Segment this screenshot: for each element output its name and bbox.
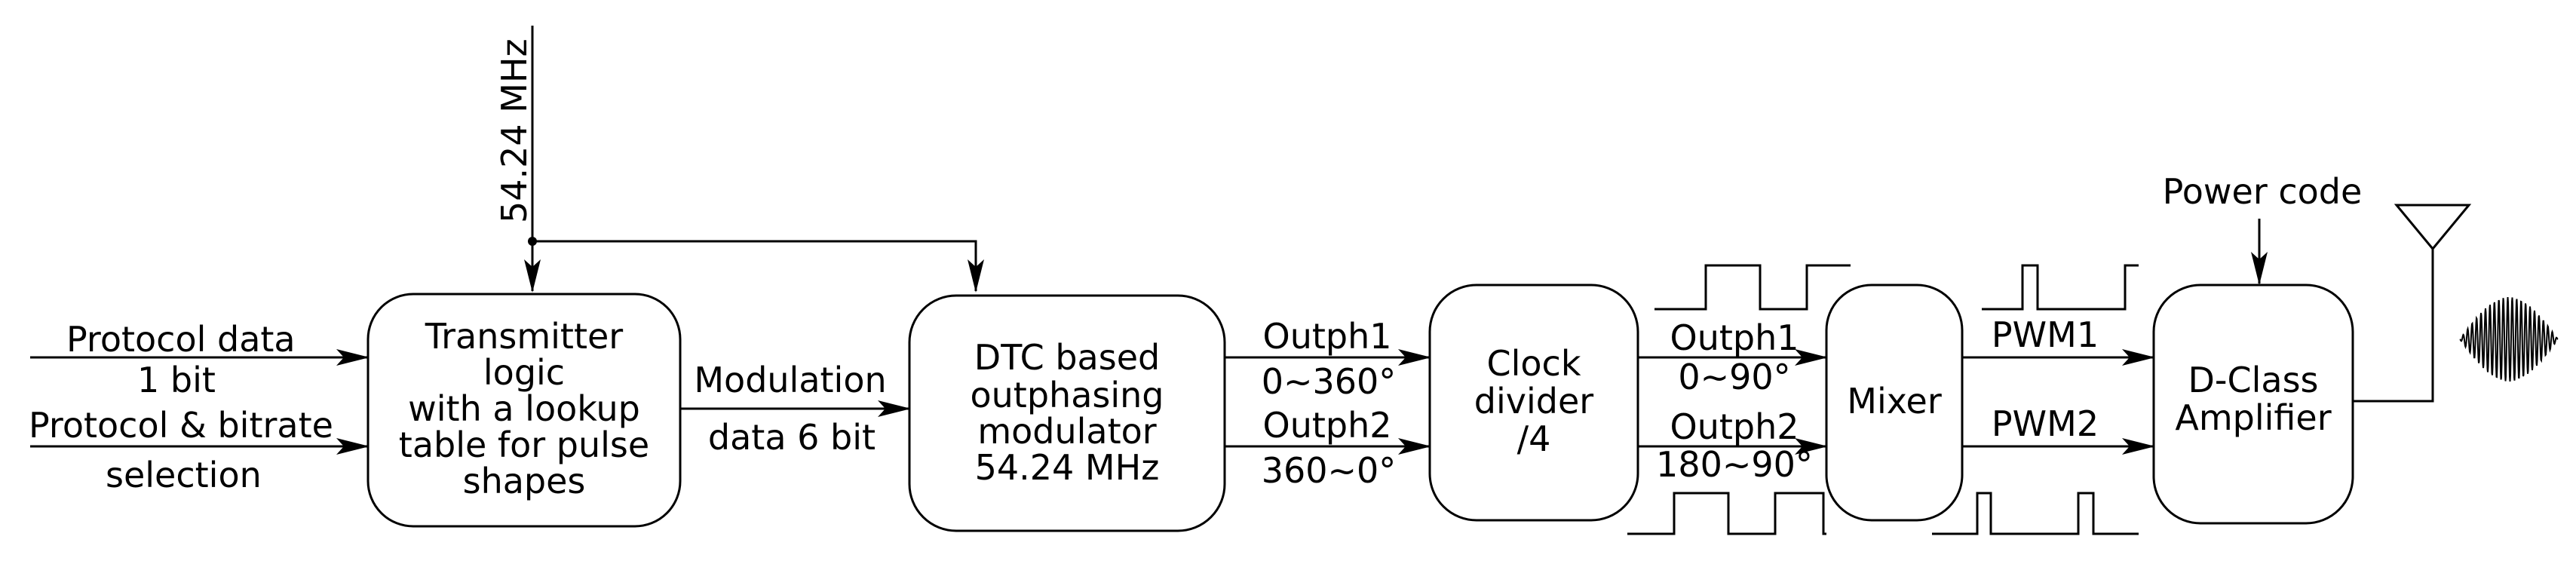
pwm2-waveform (1932, 492, 2139, 535)
divider-line-1: Clock (1487, 343, 1581, 384)
clock-divider-block: Clock divider /4 (1428, 284, 1639, 522)
outph1-b-label: Outph1 (1670, 317, 1799, 358)
junction-dot (528, 237, 537, 246)
amplifier-line-1: D-Class (2188, 360, 2318, 400)
clock-frequency-label: 54.24 MHz (494, 38, 535, 223)
power-code-input: Power code (2163, 171, 2363, 285)
outph2-b-label: Outph2 (1670, 406, 1799, 447)
amplifier-line-2: Amplifier (2175, 397, 2331, 438)
outph1-a-range: 0~360° (1262, 361, 1397, 402)
dtc-line-2: outphasing (971, 375, 1164, 415)
pwm1-waveform (1982, 264, 2139, 311)
input-protocol-bitrate: Protocol & bitrate selection (29, 405, 370, 495)
modulation-link: Modulation data 6 bit (680, 360, 911, 458)
protocol-data-bits-label: 1 bit (137, 360, 216, 400)
outph1-a-label: Outph1 (1262, 316, 1391, 357)
outph1-b-range: 0~90° (1678, 357, 1790, 397)
transmitter-line-4: table for pulse (399, 424, 649, 465)
transmitter-line-5: shapes (463, 461, 586, 501)
rf-output-signal-icon (2459, 297, 2559, 382)
mixer-label: Mixer (1847, 381, 1942, 421)
outph2-b-range: 180~90° (1656, 444, 1813, 485)
pwm2-link: PWM2 (1962, 403, 2155, 455)
outph1-waveform (1654, 264, 1851, 311)
d-class-amplifier-block: D-Class Amplifier (2152, 284, 2354, 525)
transmitter-line-2: logic (483, 352, 565, 393)
pwm2-label: PWM2 (1992, 403, 2099, 444)
transmitter-line-3: with a lookup (408, 388, 640, 429)
power-code-label: Power code (2163, 171, 2363, 212)
pwm1-label: PWM1 (1992, 314, 2099, 355)
outph2-waveform (1627, 492, 1826, 535)
mixer-block: Mixer (1825, 284, 1964, 522)
dtc-line-1: DTC based (974, 337, 1160, 378)
antenna-icon (2353, 204, 2472, 403)
clock-input: 54.24 MHz (494, 26, 984, 293)
pwm1-link: PWM1 (1962, 314, 2155, 366)
protocol-data-label: Protocol data (66, 319, 296, 360)
outph1-link-a: Outph1 0~360° (1225, 316, 1431, 402)
transmitter-line-1: Transmitter (425, 316, 624, 357)
divider-line-2: divider (1474, 381, 1593, 421)
dtc-line-4: 54.24 MHz (975, 447, 1160, 488)
transmitter-logic-block: Transmitter logic with a lookup table fo… (366, 293, 682, 528)
protocol-bitrate-selection-label: selection (106, 455, 262, 495)
outph2-a-label: Outph2 (1262, 405, 1391, 446)
outph2-a-range: 360~0° (1262, 450, 1397, 491)
modulation-bits-label: data 6 bit (708, 417, 876, 458)
modulation-label: Modulation (694, 360, 886, 400)
divider-line-3: /4 (1517, 418, 1551, 459)
protocol-bitrate-label: Protocol & bitrate (29, 405, 333, 446)
dtc-modulator-block: DTC based outphasing modulator 54.24 MHz (908, 294, 1226, 532)
outph2-link-b: Outph2 180~90° (1638, 406, 1828, 485)
outph1-link-b: Outph1 0~90° (1638, 317, 1828, 397)
dtc-line-3: modulator (977, 411, 1156, 452)
outph2-link-a: Outph2 360~0° (1225, 405, 1431, 491)
input-protocol-data: Protocol data 1 bit (30, 319, 370, 400)
